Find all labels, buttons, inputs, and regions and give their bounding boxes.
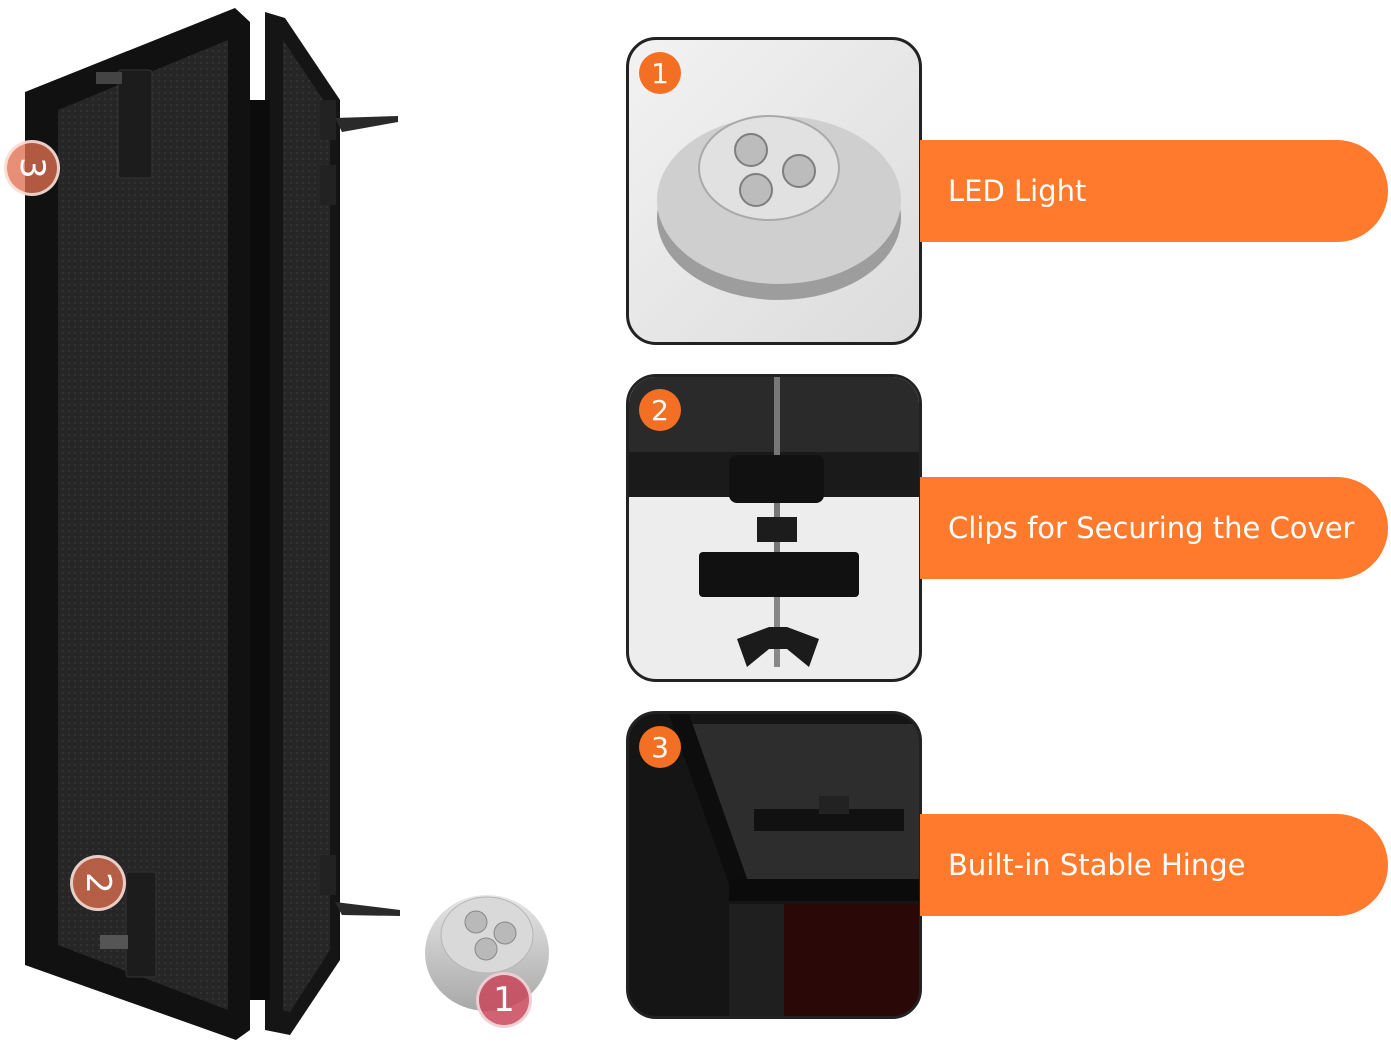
feature-card-led-light: 1 <box>626 37 922 345</box>
feature-number: 1 <box>639 52 681 94</box>
feature-label-hinge: Built-in Stable Hinge <box>920 814 1388 916</box>
clip-icon <box>629 377 919 667</box>
product-illustration: 3 2 1 <box>0 0 620 1047</box>
hinge-icon <box>629 714 919 1016</box>
led-light-icon <box>657 115 901 300</box>
feature-card-hinge: 3 <box>626 711 922 1019</box>
feature-label-led-light: LED Light <box>920 140 1388 242</box>
feature-number: 2 <box>639 389 681 431</box>
marker-2: 2 <box>70 855 126 911</box>
marker-1: 1 <box>476 972 532 1028</box>
cabinet-cover-image <box>25 8 549 1040</box>
feature-label-clips: Clips for Securing the Cover <box>920 477 1388 579</box>
feature-number: 3 <box>639 726 681 768</box>
marker-3: 3 <box>4 140 60 196</box>
feature-card-clips: 2 <box>626 374 922 682</box>
